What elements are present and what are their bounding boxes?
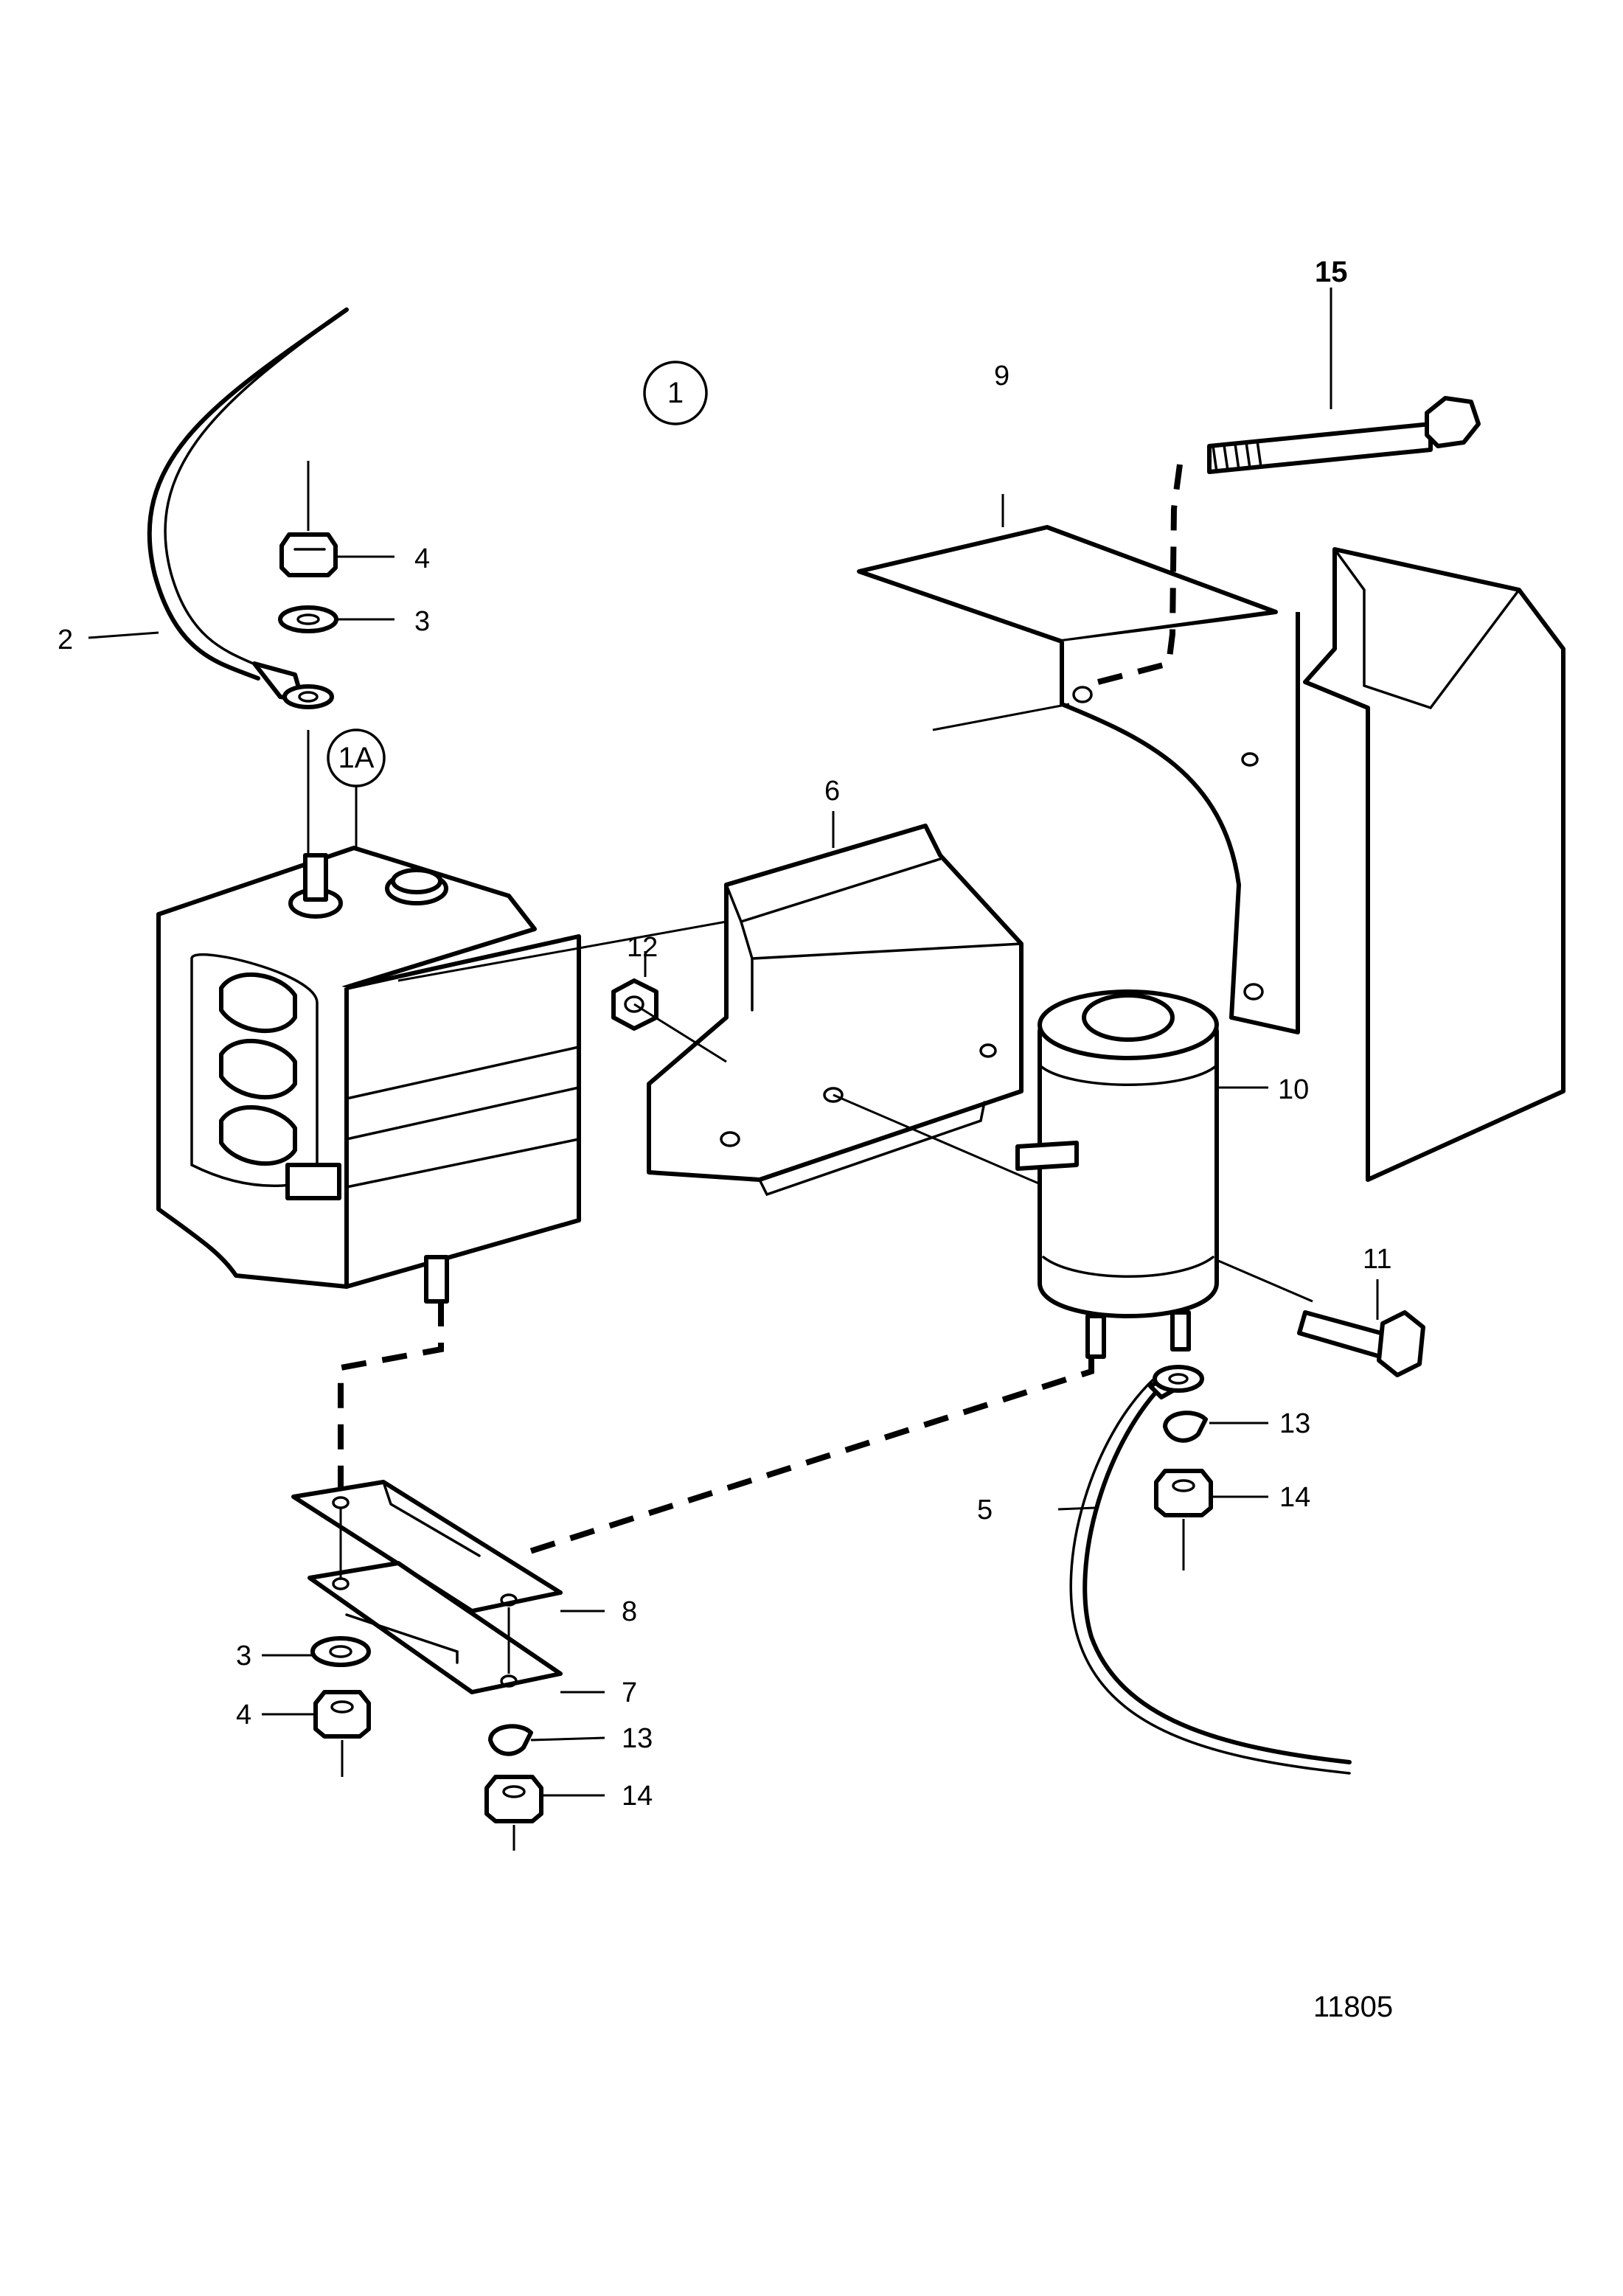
- callout-5: 5: [977, 1495, 993, 1526]
- callout-6: 6: [824, 776, 840, 807]
- callout-11: 11: [1363, 1244, 1391, 1275]
- cable-part-5: [1069, 1365, 1352, 1775]
- callout-4-bottom: 4: [236, 1700, 251, 1730]
- bolt-part-15: [1207, 288, 1481, 474]
- callout-3-bottom: 3: [236, 1641, 251, 1671]
- callout-14-bottom: 14: [622, 1781, 653, 1812]
- callout-9: 9: [994, 361, 1009, 392]
- callout-12: 12: [627, 932, 658, 963]
- group-mark-1a-label: 1A: [338, 742, 375, 774]
- washer-part-3-bottom: [310, 1636, 371, 1667]
- callout-14-right: 14: [1279, 1482, 1310, 1513]
- nut-part-14-right: [1154, 1469, 1213, 1570]
- callout-7: 7: [622, 1677, 637, 1708]
- nut-part-14-bottom: [484, 1775, 543, 1851]
- washer-part-3-top: [278, 605, 338, 633]
- callout-13-right: 13: [1279, 1408, 1310, 1439]
- group-mark-1: 1: [643, 361, 708, 425]
- lock-washer-part-13-bottom: [488, 1724, 533, 1756]
- group-mark-1a: 1A: [327, 728, 386, 855]
- callout-8: 8: [622, 1596, 637, 1627]
- group-mark-1-label: 1: [667, 377, 684, 409]
- cable-part-2: [147, 307, 349, 709]
- cover-shield: [1303, 547, 1565, 1182]
- callout-2: 2: [58, 625, 73, 655]
- callout-4-top: 4: [414, 543, 430, 574]
- plate-part-7: [307, 1561, 563, 1694]
- nut-part-4-bottom: [313, 1690, 371, 1777]
- figure-number: 11805: [1313, 1991, 1393, 2023]
- relay-part-10: [1015, 989, 1268, 1359]
- callout-15: 15: [1315, 256, 1348, 288]
- bracket-part-6: [647, 811, 1024, 1197]
- heater-housing-part-1a: [156, 846, 581, 1304]
- callout-13-bottom: 13: [622, 1723, 653, 1754]
- nut-part-4-top: [279, 461, 338, 577]
- callout-10: 10: [1278, 1074, 1309, 1105]
- bolt-part-11: [1297, 1279, 1425, 1377]
- lock-washer-part-13-right: [1163, 1410, 1208, 1443]
- callout-3-top: 3: [414, 606, 430, 637]
